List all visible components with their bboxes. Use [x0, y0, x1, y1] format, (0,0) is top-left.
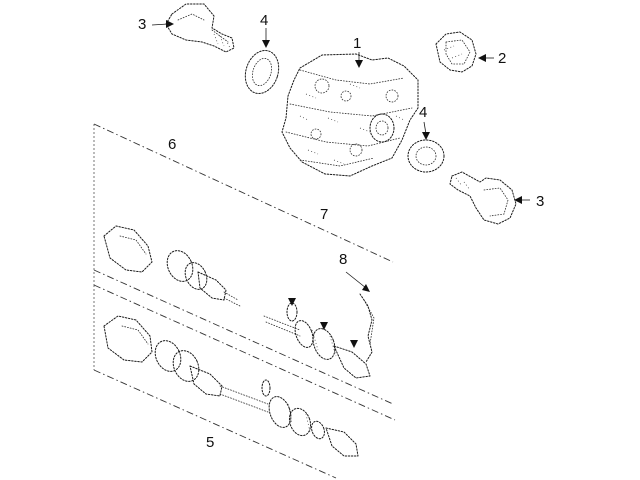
transaxle-housing [281, 53, 419, 177]
inner-cv-joint-left [165, 3, 235, 53]
upper-shaft-panel [93, 123, 394, 405]
oil-seal-left [244, 50, 280, 94]
callout-6: 6 [168, 136, 176, 153]
callout-8: 8 [339, 251, 347, 268]
callout-1: 1 [353, 35, 361, 52]
drive-shaft-upper [103, 225, 371, 379]
leader-lines [151, 20, 530, 348]
retaining-clip [359, 293, 375, 363]
callout-2: 2 [498, 50, 506, 67]
callout-4-top: 4 [260, 12, 268, 29]
callout-7: 7 [320, 206, 328, 223]
inner-cv-joint-right [449, 171, 517, 225]
callout-5: 5 [206, 434, 214, 451]
callout-3-top: 3 [138, 16, 146, 33]
oil-seal-right [407, 139, 445, 173]
callout-4-right: 4 [419, 104, 427, 121]
drive-shaft-lower [103, 315, 359, 457]
callout-3-right: 3 [536, 193, 544, 210]
callout-numbers: 1 2 3 3 4 4 5 6 7 8 [138, 12, 544, 451]
transaxle-cover [435, 31, 477, 73]
lower-shaft-panel [93, 284, 396, 479]
